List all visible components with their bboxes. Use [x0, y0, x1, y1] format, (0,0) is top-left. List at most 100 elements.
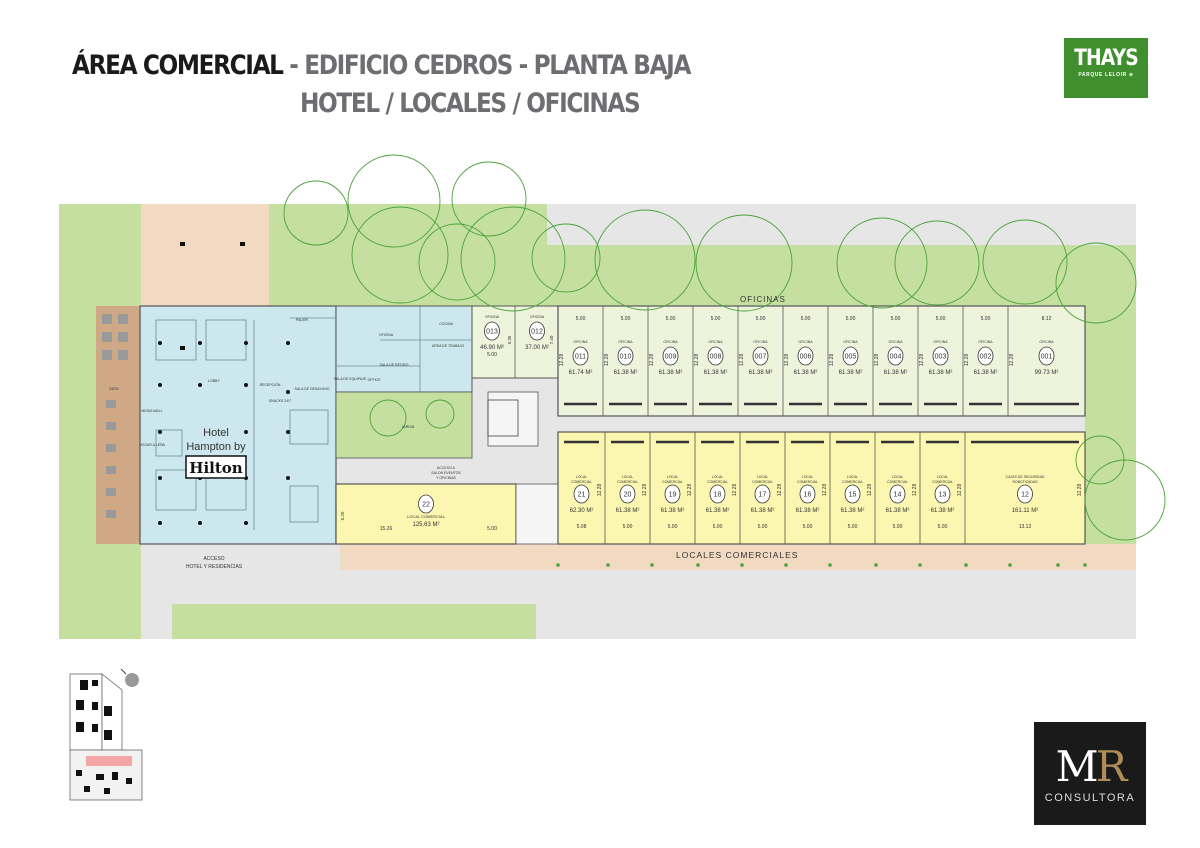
- tree-5: [460, 206, 566, 312]
- local-19-depth: 12.28: [687, 484, 693, 497]
- office-001-badge: [1038, 346, 1055, 366]
- deck-table-3: [102, 350, 112, 360]
- local-22-width-2: 5.00: [487, 526, 497, 532]
- office-001-depth: 12.28: [1009, 354, 1015, 367]
- local-17-number: 17: [759, 492, 767, 499]
- local-15-number: 15: [849, 492, 857, 499]
- column-4: [158, 383, 162, 387]
- local-12-depth: 12.28: [1077, 484, 1083, 497]
- local-13-badge: [934, 484, 951, 504]
- room-hogar-lena: HOGAR A LEÑA: [139, 442, 166, 447]
- column-2: [198, 341, 202, 345]
- local-18-number: 18: [714, 492, 722, 499]
- local-20-area: 61.38 M²: [616, 508, 640, 514]
- column-6: [244, 383, 248, 387]
- local-20-number: 20: [624, 492, 632, 499]
- office-010-type: OFICINA: [618, 340, 633, 344]
- column-1: [158, 341, 162, 345]
- office-002-type: OFICINA: [978, 340, 993, 344]
- local-13-area: 61.38 M²: [931, 508, 955, 514]
- office-009-number: 009: [665, 354, 677, 361]
- deck-lounger-5: [106, 488, 116, 496]
- local-12-badge: [1017, 484, 1033, 504]
- tree-8: [695, 214, 793, 312]
- grass-nw: [59, 204, 141, 306]
- tree-7: [594, 209, 696, 311]
- office-009-badge: [662, 346, 679, 366]
- office-008-type: OFICINA: [708, 340, 723, 344]
- deck-table-6: [118, 350, 128, 360]
- local-17-width: 5.00: [758, 524, 768, 530]
- hilton-logo-box: [185, 455, 247, 479]
- tree-13: [1084, 459, 1166, 541]
- column-13: [198, 521, 202, 525]
- street-tree-6: [784, 563, 788, 567]
- room-cocina: COCINA: [439, 322, 453, 326]
- local-16-depth: 12.28: [822, 484, 828, 497]
- office-007-number: 007: [755, 354, 767, 361]
- local-17-type-2: COMERCIAL: [752, 480, 773, 484]
- local-15-type-1: LOCAL: [847, 475, 859, 479]
- tree-14: [1075, 435, 1125, 485]
- office-011-type: OFICINA: [573, 340, 588, 344]
- office-004-area: 61.38 M²: [884, 370, 908, 376]
- office-010-width: 5.00: [621, 316, 631, 322]
- office-013-width: 5.00: [487, 352, 497, 358]
- sidewalk-locales: [340, 544, 1136, 570]
- local-21-depth: 12.28: [597, 484, 603, 497]
- deck-furniture: [102, 314, 128, 518]
- local-16-type-2: COMERCIAL: [797, 480, 818, 484]
- office-012-type: OFICINA: [530, 315, 545, 319]
- tree-4: [351, 206, 449, 304]
- tree-2: [347, 154, 441, 248]
- grass-south: [172, 604, 536, 639]
- local-13-type-2: COMERCIAL: [932, 480, 953, 484]
- office-010-depth: 12.28: [604, 354, 610, 367]
- office-006-badge: [797, 346, 814, 366]
- office-011-number: 011: [575, 354, 586, 361]
- local-20-depth: 12.28: [642, 484, 648, 497]
- local-22-type: LOCAL COMERCIAL: [407, 514, 446, 519]
- column-17: [286, 430, 290, 434]
- office-009-depth: 12.28: [649, 354, 655, 367]
- street-tree-13: [1083, 563, 1087, 567]
- local-18-type-2: COMERCIAL: [707, 480, 728, 484]
- office-006-area: 61.38 M²: [794, 370, 818, 376]
- office-004-type: OFICINA: [888, 340, 903, 344]
- room-lobby: LOBBY: [208, 379, 220, 383]
- local-14-number: 14: [894, 492, 902, 499]
- local-20-type-1: LOCAL: [622, 475, 634, 479]
- office-001-type: OFICINA: [1039, 340, 1054, 344]
- mr-logo-r: R: [1095, 742, 1128, 791]
- column-9: [158, 476, 162, 480]
- local-16-width: 5.00: [803, 524, 813, 530]
- office-013-depth: 9.35: [507, 335, 512, 344]
- garden-label: JARDIN: [402, 425, 415, 429]
- office-007-area: 61.38 M²: [749, 370, 773, 376]
- local-22-area: [335, 483, 517, 545]
- office-012-area: 37.00 M²: [525, 345, 549, 351]
- office-008-width: 5.00: [711, 316, 721, 322]
- column-14: [244, 521, 248, 525]
- office-006-width: 5.00: [801, 316, 811, 322]
- local-12-width: 13.12: [1019, 524, 1032, 530]
- room-area-trabajo: ÁREA DE TRABAJO: [432, 344, 465, 348]
- street-tree-8: [874, 563, 878, 567]
- office-004-number: 004: [890, 354, 902, 361]
- local-14-type-2: COMERCIAL: [887, 480, 908, 484]
- column-12: [158, 521, 162, 525]
- event-access-label-1: ACCESO A: [437, 466, 456, 470]
- room-oficina: OFICINA: [379, 333, 394, 337]
- local-16-type-1: LOCAL: [802, 475, 814, 479]
- column-mark-1: [180, 242, 185, 246]
- title-main: ÁREA COMERCIAL: [72, 50, 284, 81]
- office-008-number: 008: [710, 354, 722, 361]
- office-003-area: 61.38 M²: [929, 370, 953, 376]
- thays-logo: THAYS PARQUE LELOIR ⊕: [1064, 38, 1148, 98]
- column-mark-3: [180, 346, 185, 350]
- local-22-number: 22: [422, 502, 430, 509]
- local-13-type-1: LOCAL: [937, 475, 949, 479]
- deck-lounger-2: [106, 422, 116, 430]
- deck-table-1: [102, 314, 112, 324]
- office-006-depth: 12.28: [784, 354, 790, 367]
